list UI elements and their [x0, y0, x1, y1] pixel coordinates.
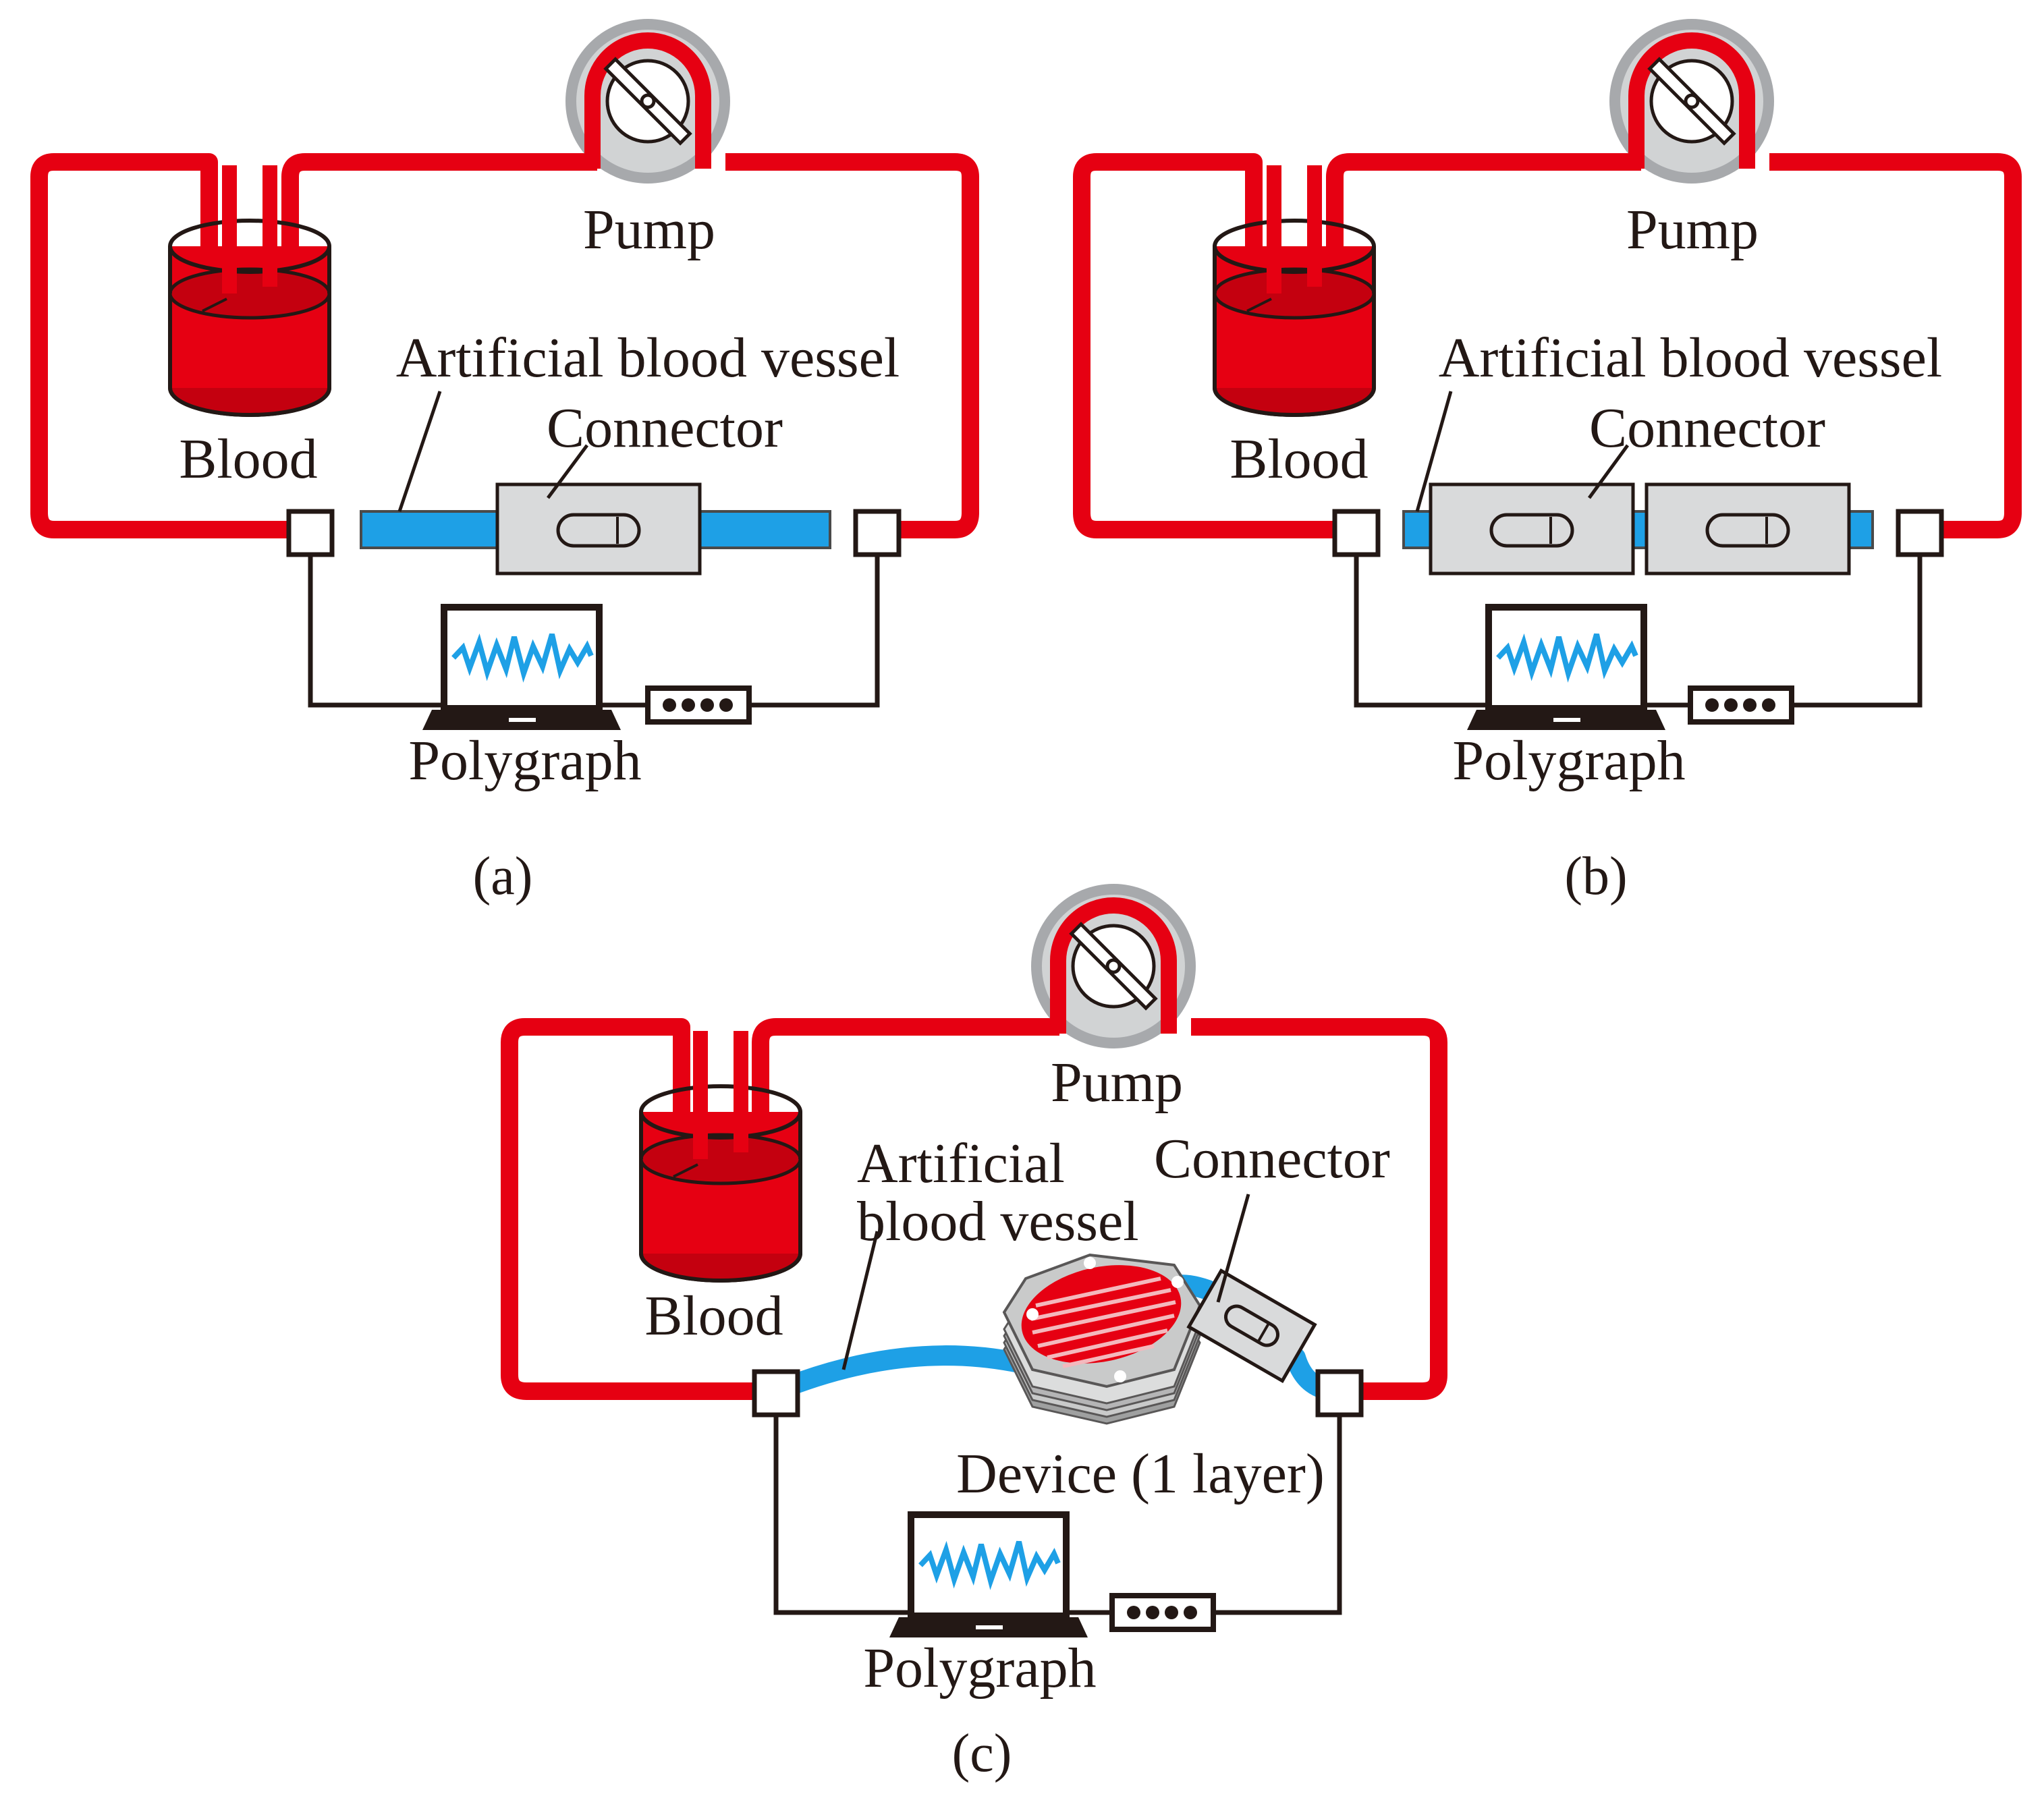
connector-label: Connector: [547, 397, 783, 459]
polygraph-label: Polygraph: [863, 1637, 1096, 1700]
connector-label: Connector: [1589, 397, 1825, 459]
blood-label: Blood: [644, 1285, 783, 1347]
caption-b: (b): [1564, 847, 1627, 906]
panel-a: Pump Blood Artificial blood vessel Conne…: [30, 19, 979, 906]
pressure-sensor-right: [1898, 511, 1941, 555]
polygraph-laptop-icon: [1467, 607, 1665, 730]
pressure-sensor-left: [1335, 511, 1378, 555]
amplifier-icon: [1690, 688, 1792, 722]
device-icon: [1002, 1253, 1202, 1425]
pressure-sensor-left: [754, 1372, 798, 1415]
blood-beaker-icon: [1215, 165, 1374, 415]
caption-a: (a): [473, 847, 533, 906]
pressure-sensor-left: [289, 511, 332, 555]
pump-label: Pump: [1626, 198, 1759, 261]
pressure-sensor-right: [1318, 1372, 1361, 1415]
blood-label: Blood: [179, 428, 317, 490]
connector-icon-1: [1431, 484, 1633, 573]
connector-label: Connector: [1154, 1127, 1390, 1190]
caption-c: (c): [952, 1724, 1012, 1783]
vessel-label: Artificial blood vessel: [1439, 327, 1942, 389]
device-label: Device (1 layer): [956, 1442, 1325, 1505]
vessel-label-line2: blood vessel: [857, 1190, 1139, 1253]
polygraph-laptop-icon: [422, 607, 621, 730]
blood-tube: [30, 153, 979, 538]
blood-beaker-icon: [641, 1031, 800, 1281]
panel-b: Pump Blood Artificial blood vessel Conne…: [1073, 19, 2022, 906]
amplifier-icon: [1112, 1596, 1213, 1629]
pump-label: Pump: [583, 198, 715, 261]
polygraph-label: Polygraph: [1452, 729, 1685, 792]
polygraph-laptop-icon: [889, 1515, 1088, 1637]
blood-label: Blood: [1230, 428, 1368, 490]
blood-tube: [1073, 153, 2022, 538]
blood-tube: [501, 1018, 1447, 1400]
connector-icon-2: [1647, 484, 1849, 573]
connector-icon: [497, 484, 700, 573]
pump-icon: [1609, 19, 1774, 184]
pump-label: Pump: [1051, 1051, 1183, 1114]
artificial-vessel-left: [766, 1345, 1029, 1401]
blood-beaker-icon: [170, 165, 329, 415]
pump-icon: [565, 19, 730, 184]
amplifier-icon: [648, 688, 749, 722]
pressure-sensor-right: [856, 511, 899, 555]
polygraph-label: Polygraph: [408, 729, 641, 792]
pump-icon: [1031, 884, 1196, 1048]
vessel-label: Artificial blood vessel: [396, 327, 900, 389]
vessel-label-line1: Artificial: [857, 1132, 1065, 1195]
panel-c: Pump Blood Artificial blood vessel Conne…: [501, 884, 1447, 1783]
